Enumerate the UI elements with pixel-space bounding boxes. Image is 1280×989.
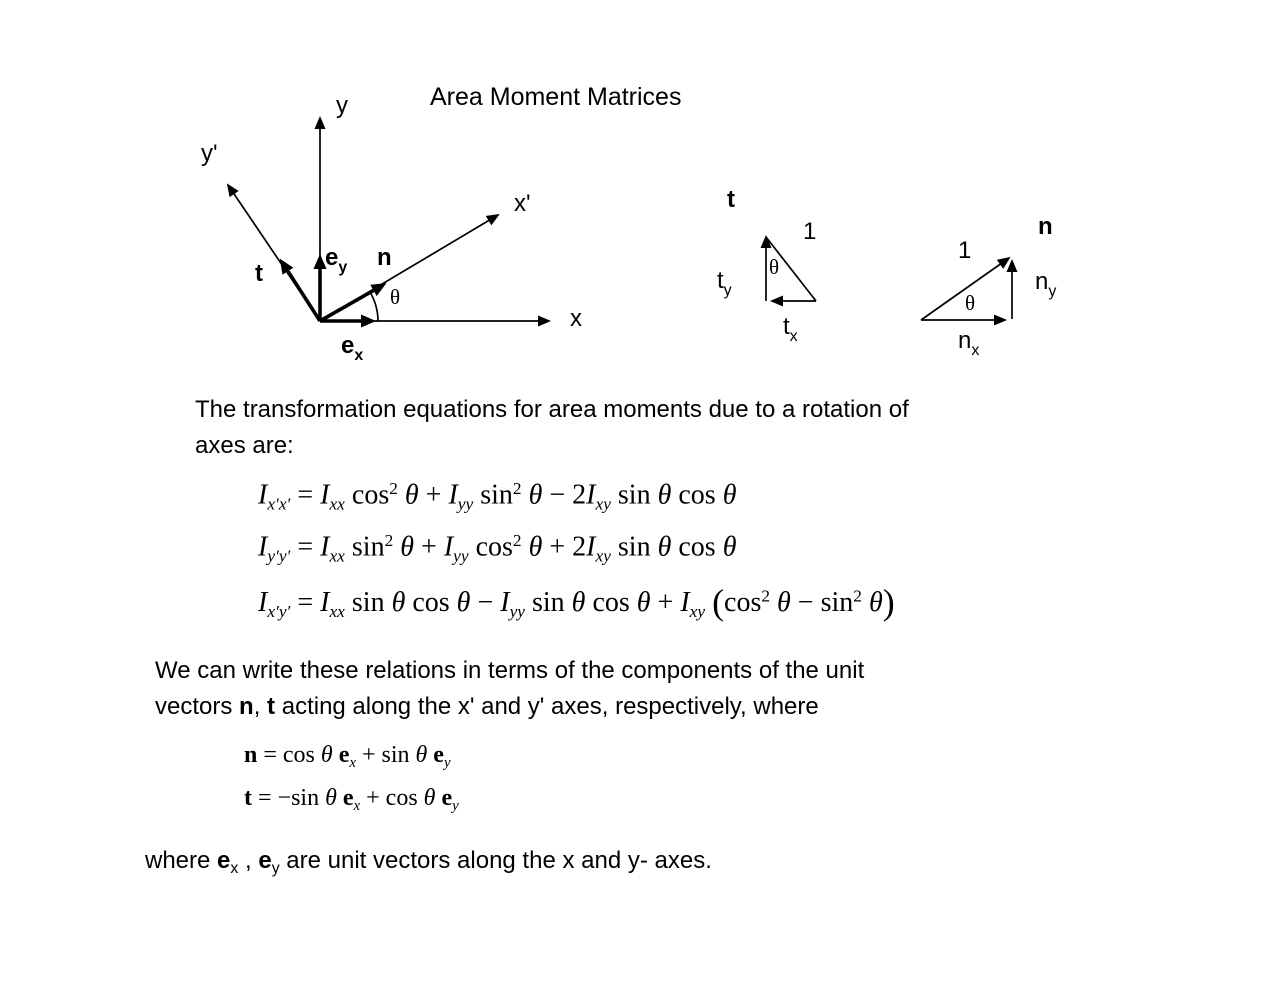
tx-base: t xyxy=(783,313,790,340)
t-triangle-title: t xyxy=(727,186,735,213)
y-axis-label: y xyxy=(336,92,348,119)
ny-base: n xyxy=(1035,268,1049,295)
theta-main-label: θ xyxy=(390,285,401,309)
ey-sub: y xyxy=(338,259,348,276)
vector-diagrams-svg xyxy=(226,116,1018,328)
relations-line1: We can write these relations in terms of… xyxy=(155,657,865,684)
ty-label: ty xyxy=(717,267,732,299)
n-triangle-title: n xyxy=(1038,213,1053,240)
ty-sub: y xyxy=(723,282,732,299)
n-vector-line xyxy=(319,283,387,323)
intro-line1: The transformation equations for area mo… xyxy=(195,396,909,423)
nx-label: nx xyxy=(958,327,979,359)
equation-Ixpxp: Ix′x′ = Ixx cos2 θ + Iyy sin2 θ − 2Ixy s… xyxy=(258,479,737,514)
nx-base: n xyxy=(958,327,972,354)
closing-line: where ex , ey are unit vectors along the… xyxy=(145,847,712,877)
ex-base: e xyxy=(341,332,355,359)
ey-base: e xyxy=(325,244,339,271)
ey-vector-label: ey xyxy=(325,244,347,276)
n-triangle-hyp-label: 1 xyxy=(958,237,972,264)
ny-sub: y xyxy=(1048,283,1057,300)
t-triangle-hyp-label: 1 xyxy=(803,218,817,245)
t-triangle-theta-label: θ xyxy=(769,255,780,279)
equation-Iypyp: Iy′y′ = Ixx sin2 θ + Iyy cos2 θ + 2Ixy s… xyxy=(258,531,737,566)
ex-sub: x xyxy=(354,347,364,364)
intro-paragraph: The transformation equations for area mo… xyxy=(195,392,909,464)
ty-base: t xyxy=(717,267,724,294)
relations-line2: vectors n, t acting along the x' and y' … xyxy=(155,693,819,720)
nx-sub: x xyxy=(971,342,980,359)
x-axis-label: x xyxy=(570,305,582,332)
n-triangle-hypotenuse-line xyxy=(920,256,1011,321)
theta-arc xyxy=(369,291,379,322)
equation-Ixpyp: Ix′y′ = Ixx sin θ cos θ − Iyy sin θ cos … xyxy=(258,582,895,622)
equation-t-vector: t = −sin θ ex + cos θ ey xyxy=(244,785,459,815)
relations-paragraph: We can write these relations in terms of… xyxy=(155,653,864,725)
equation-n-vector: n = cos θ ex + sin θ ey xyxy=(244,742,451,772)
t-triangle-hypotenuse-line xyxy=(765,236,817,302)
n-vector-label: n xyxy=(377,244,392,271)
n-triangle-theta-label: θ xyxy=(965,291,976,315)
t-vector-line xyxy=(279,258,322,322)
intro-line2: axes are: xyxy=(195,432,294,459)
ny-label: ny xyxy=(1035,268,1056,300)
t-vector-label: t xyxy=(255,260,263,287)
page-title: Area Moment Matrices xyxy=(430,83,682,111)
x-prime-axis-label: x' xyxy=(514,190,531,217)
ex-vector-label: ex xyxy=(341,332,363,364)
tx-sub: x xyxy=(789,328,798,345)
y-prime-axis-label: y' xyxy=(201,140,218,167)
tx-label: tx xyxy=(783,313,798,345)
